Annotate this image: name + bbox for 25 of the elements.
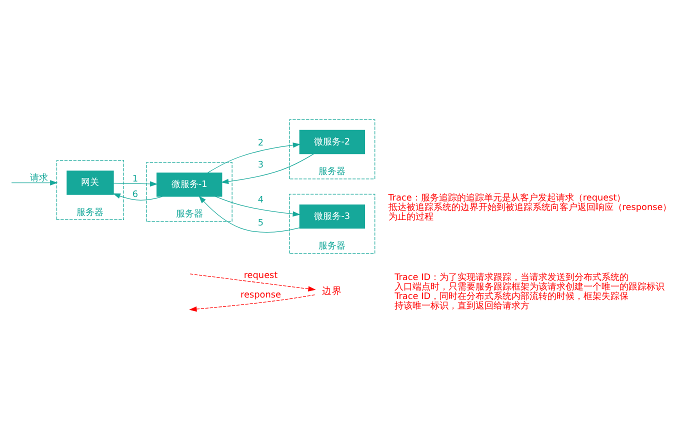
arrow	[207, 142, 301, 174]
node-text: 边界	[322, 286, 342, 298]
node-box: 微服务-2	[299, 130, 365, 154]
edge-label: 6	[132, 190, 138, 200]
edge-label: 2	[258, 138, 264, 148]
label: Trace ID：为了实现请求跟踪，当请求发送到分布式系统的入口端点时，只需要服务跟踪框架为该请求创建一个唯一的跟踪标识Trace ID，同时在分布式系统内部流转的时候，框架失踪保持该唯一标识，直到返回给请求方	[394, 272, 665, 312]
arrow	[112, 193, 163, 200]
arrow	[220, 154, 314, 184]
edge-label: 3	[258, 160, 264, 171]
node-box: 网关	[66, 170, 114, 195]
arrow	[11, 180, 58, 186]
edge-label: 5	[258, 218, 264, 229]
label: Trace：服务追踪的追踪单元是从客户发起请求（request）抵达被追踪系统的边界开始到被追踪系统向客户返回响应（response）为止的过程	[388, 193, 672, 223]
edge-label: request	[244, 270, 278, 281]
arrow	[198, 196, 300, 233]
edge-label: 4	[258, 196, 264, 206]
node-box: 微服务-3	[299, 204, 365, 229]
edge-label: 请求	[30, 173, 48, 184]
edge-label: 1	[132, 174, 138, 185]
node-box: 微服务-1	[156, 172, 222, 197]
arrow	[189, 294, 316, 312]
arrow	[215, 196, 300, 217]
edge-label: response	[240, 290, 281, 301]
arrow	[113, 181, 158, 187]
arrow	[190, 274, 316, 292]
